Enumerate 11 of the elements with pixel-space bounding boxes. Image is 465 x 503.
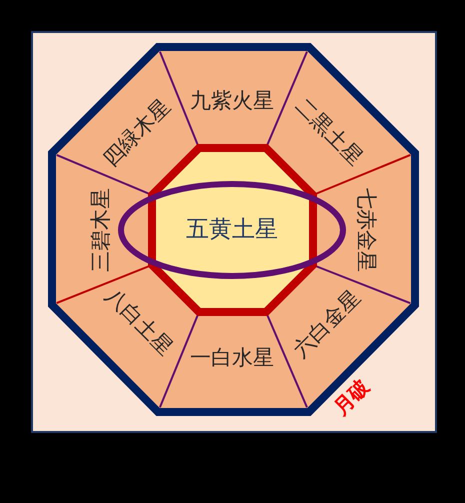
sector-label: 一白水星 [190,348,274,368]
sector-label: 四緑木星 [100,96,174,170]
sector-label: 八白土星 [102,284,176,360]
annotation-label: 月破 [330,376,372,418]
center-label: 五黄土星 [186,218,278,242]
sector-label: 三碧木星 [90,188,112,272]
sector-label: 七赤金星 [356,188,376,272]
sector-label: 二黒土星 [292,94,366,170]
sector-label: 六白金星 [290,286,364,362]
sector-label: 九紫火星 [190,90,274,112]
ellipse-ring [118,181,346,279]
